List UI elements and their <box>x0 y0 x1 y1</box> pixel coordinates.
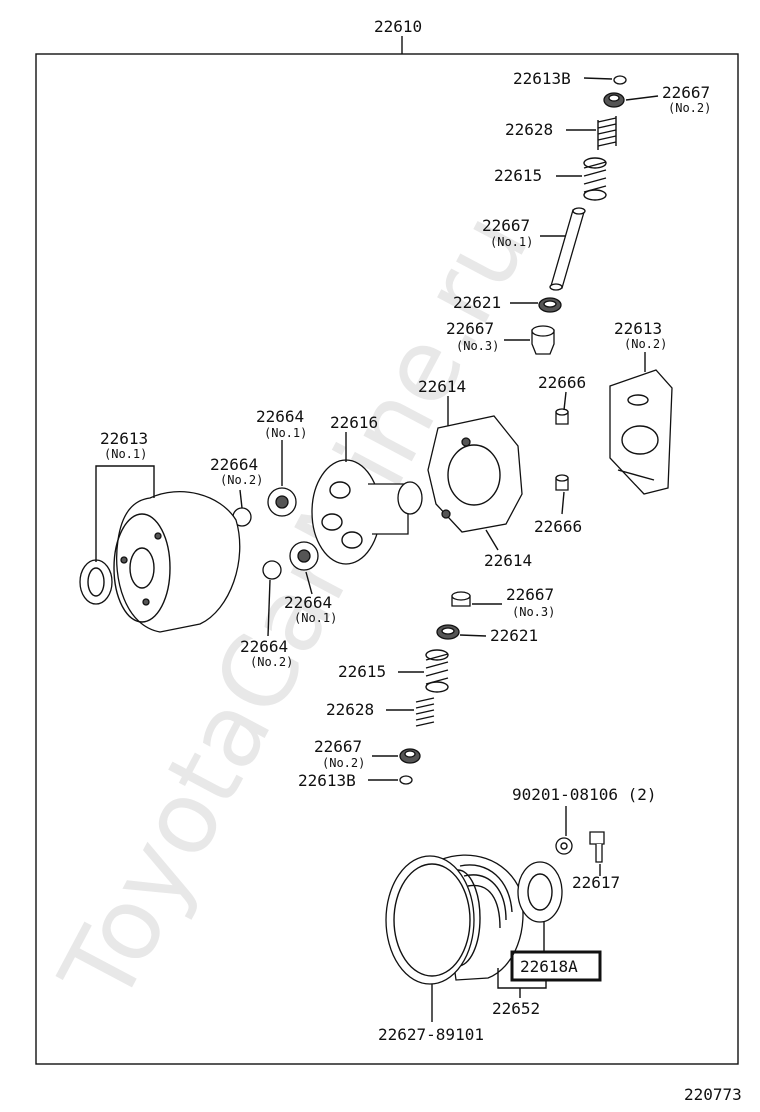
label-22667-no1: 22667 <box>482 216 530 235</box>
label-22627: 22627-89101 <box>378 1025 484 1044</box>
label-22614-bot: 22614 <box>484 551 532 570</box>
spring-22615-bot <box>425 649 449 693</box>
label-22664-no2-top: 22664 <box>210 455 258 474</box>
label-22621-bot: 22621 <box>490 626 538 645</box>
label-90201: 90201-08106 (2) <box>512 785 657 804</box>
rear-housing-22613-no1 <box>113 491 241 633</box>
plate-22613-no2 <box>609 369 673 495</box>
spring-22615-top <box>583 157 607 201</box>
label-22652: 22652 <box>492 999 540 1018</box>
label-22664-no1-bot: 22664 <box>284 593 332 612</box>
o-ring-22627 <box>385 855 475 985</box>
snap-ring-bot <box>399 775 413 785</box>
spring-22628-bot <box>415 697 435 727</box>
pin-22666-top <box>555 408 569 425</box>
washer-90201 <box>555 837 573 855</box>
diagram-frame <box>35 53 739 1065</box>
label-22667-top: 22667 <box>662 83 710 102</box>
label-22664-no2-bot-sub: (No.2) <box>250 655 293 669</box>
label-22613-no2: 22613 <box>614 319 662 338</box>
rotor-22616 <box>311 459 423 565</box>
valve-seat-no3-top <box>531 325 555 355</box>
bolt-22617 <box>589 831 605 863</box>
label-22628-bot: 22628 <box>326 700 374 719</box>
ring-22621-bot <box>436 624 460 640</box>
label-22613-no2-sub: (No.2) <box>624 337 667 351</box>
vane-22664-no2-bot <box>262 560 282 580</box>
label-22667-no3-top-sub: (No.3) <box>456 339 499 353</box>
label-22617: 22617 <box>572 873 620 892</box>
diagram-id: 220773 <box>684 1085 742 1104</box>
valve-rod-no1 <box>549 207 586 291</box>
label-22667-no2-bot-sub: (No.2) <box>322 756 365 770</box>
vane-22664-no1-bot <box>289 541 319 571</box>
label-22666-top: 22666 <box>538 373 586 392</box>
pin-22666-bot <box>555 474 569 491</box>
valve-seat-no2-bot <box>399 748 421 764</box>
label-22667-no3-bot-sub: (No.3) <box>512 605 555 619</box>
snap-ring-top <box>613 75 627 85</box>
spring-22628-top <box>597 116 617 150</box>
label-22628-top: 22628 <box>505 120 553 139</box>
label-22613-no1: 22613 <box>100 429 148 448</box>
label-22613b-top: 22613B <box>513 69 571 88</box>
label-22667-no3-top: 22667 <box>446 319 494 338</box>
highlight-box-22618a <box>510 950 602 982</box>
label-22666-bot: 22666 <box>534 517 582 536</box>
cam-ring-22614 <box>427 415 523 533</box>
label-22667-no3-bot: 22667 <box>506 585 554 604</box>
label-22667-top-sub: (No.2) <box>668 101 711 115</box>
ring-22621-top <box>538 297 562 313</box>
label-22664-no1-top: 22664 <box>256 407 304 426</box>
label-22618a: 22618A <box>520 957 578 976</box>
label-22615-bot: 22615 <box>338 662 386 681</box>
label-22664-no2-top-sub: (No.2) <box>220 473 263 487</box>
label-22667-no1-sub: (No.1) <box>490 235 533 249</box>
label-22616: 22616 <box>330 413 378 432</box>
label-22614-top: 22614 <box>418 377 466 396</box>
label-22613b-bot: 22613B <box>298 771 356 790</box>
label-22615-top: 22615 <box>494 166 542 185</box>
seal-ring-no1 <box>79 559 113 605</box>
label-22664-no1-top-sub: (No.1) <box>264 426 307 440</box>
oil-seal-22618a <box>517 861 563 923</box>
label-22613-no1-sub: (No.1) <box>104 447 147 461</box>
vane-22664-no1-top <box>267 487 297 517</box>
label-22664-no1-bot-sub: (No.1) <box>294 611 337 625</box>
valve-seat-no3-bot <box>451 591 471 607</box>
label-22621-top: 22621 <box>453 293 501 312</box>
label-22667-no2-bot: 22667 <box>314 737 362 756</box>
assembly-label: 22610 <box>374 17 422 36</box>
valve-seat-no2-top <box>603 92 625 108</box>
label-22664-no2-bot: 22664 <box>240 637 288 656</box>
